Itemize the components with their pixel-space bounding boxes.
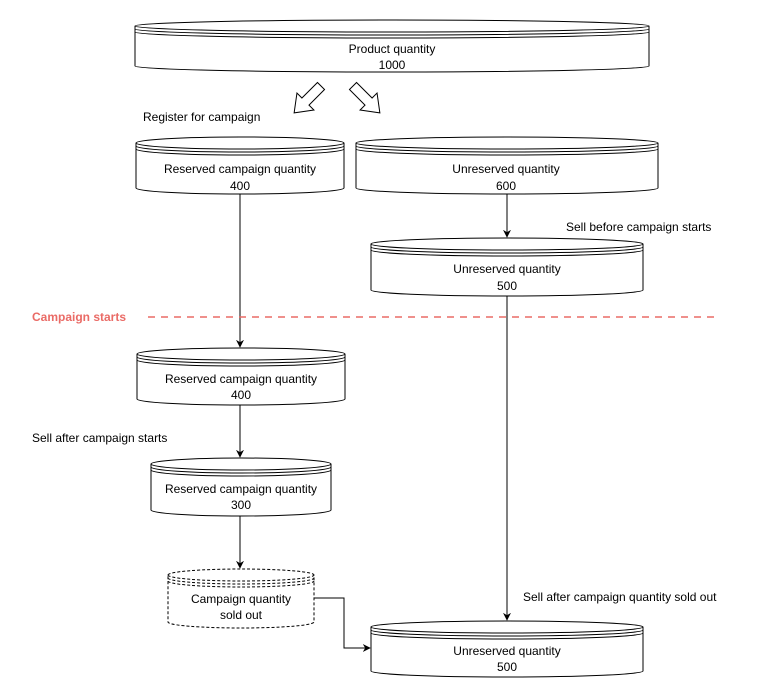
label-campaign-starts: Campaign starts [32, 310, 126, 324]
node-product-quantity: Product quantity 1000 [134, 19, 650, 73]
block-arrow-right [348, 81, 381, 114]
node-reserved-campaign-quantity: Reserved campaign quantity 400 [135, 136, 345, 195]
label-register-for-campaign: Register for campaign [143, 110, 260, 124]
node-title: Product quantity [349, 42, 436, 56]
block-arrow-left [293, 81, 326, 114]
arrow-sold-out-to-unreserved [314, 597, 371, 652]
node-title: Unreserved quantity [452, 162, 559, 176]
node-reserved-campaign-quantity: Reserved campaign quantity 400 [136, 347, 346, 406]
node-title: Campaign quantity [191, 592, 291, 606]
label-sell-before-campaign: Sell before campaign starts [566, 220, 711, 234]
node-value: 600 [496, 179, 516, 193]
node-value: 400 [230, 179, 250, 193]
node-title: Unreserved quantity [453, 262, 560, 276]
node-unreserved-quantity-final: Unreserved quantity 500 [370, 620, 644, 678]
node-unreserved-quantity: Unreserved quantity 600 [355, 136, 659, 195]
node-value: 1000 [379, 58, 406, 72]
node-value: 500 [497, 660, 517, 674]
node-value: 500 [497, 279, 517, 293]
node-value: 400 [231, 388, 251, 402]
node-title: Unreserved quantity [453, 644, 560, 658]
node-value: sold out [220, 608, 263, 622]
node-unreserved-quantity: Unreserved quantity 500 [370, 237, 644, 297]
node-campaign-sold-out: Campaign quantity sold out [167, 568, 315, 629]
label-sell-after-campaign: Sell after campaign starts [32, 431, 167, 445]
node-reserved-campaign-quantity: Reserved campaign quantity 300 [150, 457, 332, 517]
node-title: Reserved campaign quantity [165, 372, 317, 386]
node-title: Reserved campaign quantity [164, 162, 316, 176]
node-value: 300 [231, 498, 251, 512]
node-title: Reserved campaign quantity [165, 482, 317, 496]
label-sell-after-sold-out: Sell after campaign quantity sold out [523, 590, 717, 604]
